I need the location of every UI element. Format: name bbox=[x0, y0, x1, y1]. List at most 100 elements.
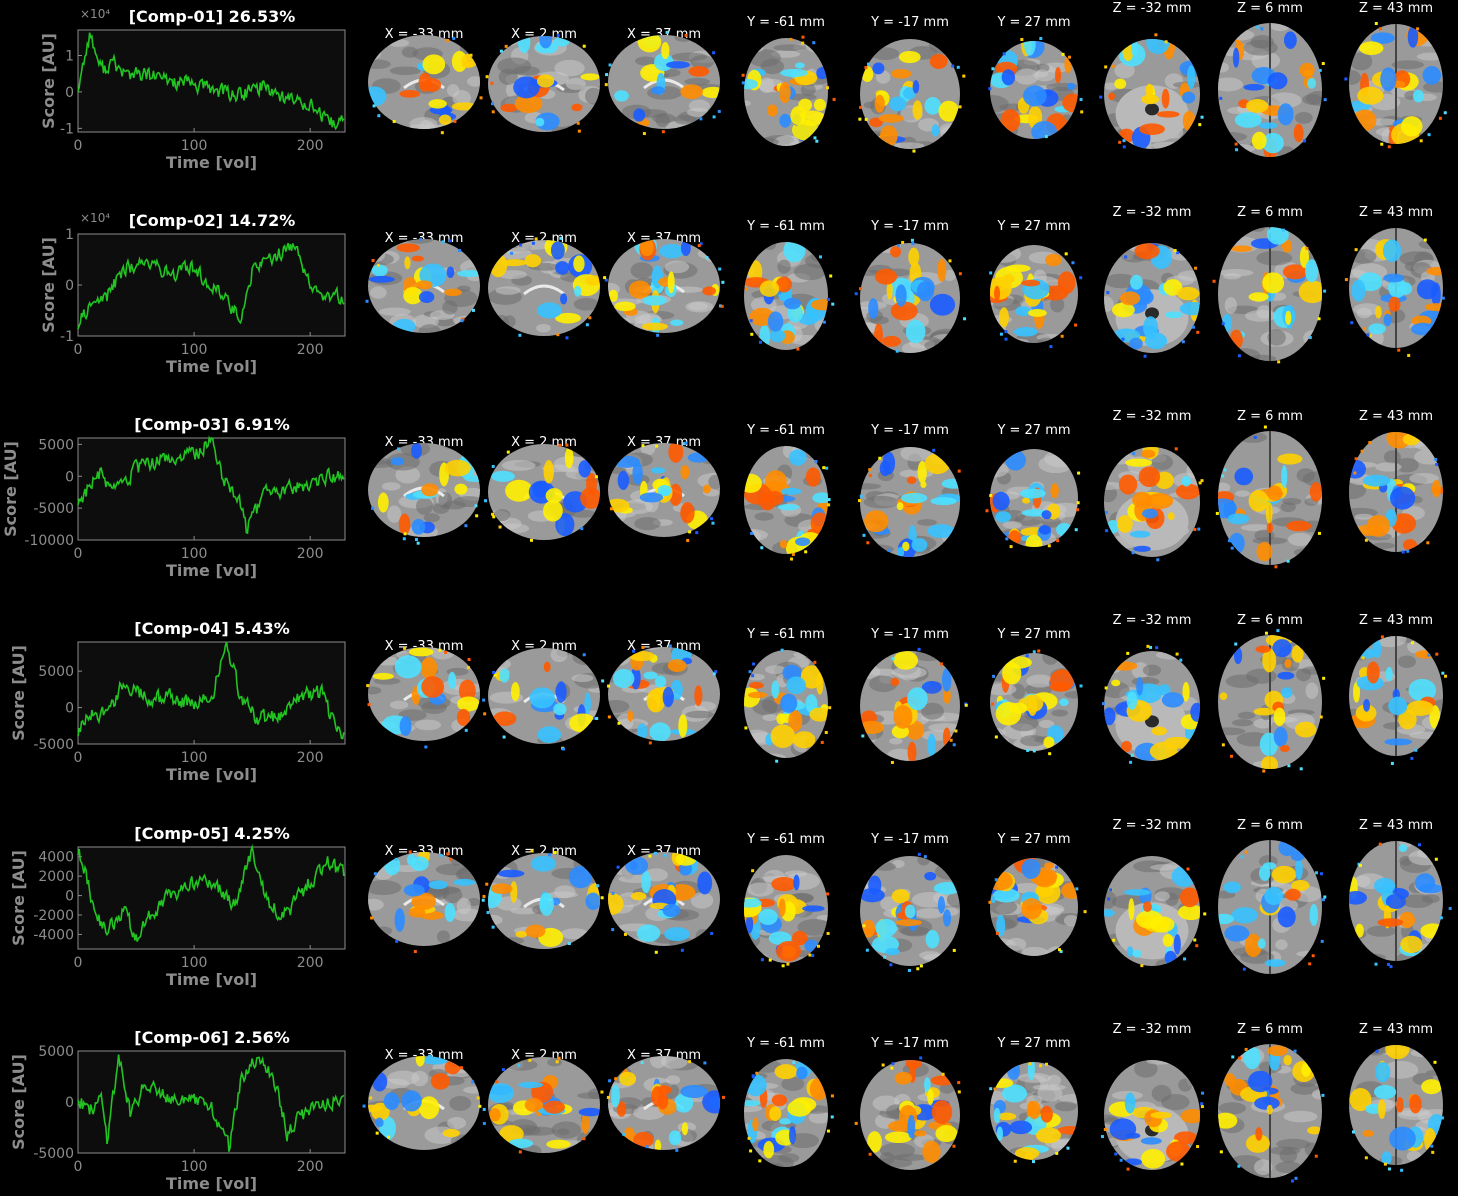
slice-coordinate-label: Z = 6 mm bbox=[1237, 205, 1303, 220]
series-line bbox=[77, 843, 345, 942]
brain-slice bbox=[1344, 228, 1445, 357]
series-line bbox=[77, 641, 345, 740]
y-tick-label: 0 bbox=[65, 889, 74, 905]
y-axis-label: Score [AU] bbox=[39, 237, 58, 333]
x-tick-label: 0 bbox=[74, 138, 83, 154]
x-tick-label: 200 bbox=[297, 1159, 324, 1175]
x-tick-label: 0 bbox=[74, 955, 83, 971]
x-tick-label: 100 bbox=[181, 1159, 208, 1175]
brain-slice bbox=[1218, 840, 1327, 974]
brain-slice bbox=[1349, 635, 1448, 765]
y-tick-label: 5000 bbox=[38, 437, 74, 453]
brain-slice bbox=[362, 1055, 486, 1150]
chart-title: [Comp-02] 14.72% bbox=[129, 211, 296, 230]
brain-slice bbox=[860, 852, 960, 972]
y-axis-label: Score [AU] bbox=[9, 645, 28, 741]
series-line bbox=[77, 1054, 345, 1152]
brain-slice bbox=[854, 1056, 961, 1170]
y-tick-label: 5000 bbox=[38, 1044, 74, 1060]
slice-coordinate-label: Z = 43 mm bbox=[1359, 1, 1433, 16]
x-tick-label: 200 bbox=[297, 342, 324, 358]
slice-coordinate-label: Y = 27 mm bbox=[996, 15, 1070, 30]
brain-slice bbox=[858, 39, 966, 153]
series-line bbox=[77, 435, 345, 535]
y-tick-label: -5000 bbox=[33, 1146, 74, 1162]
brain-slice bbox=[1218, 1044, 1325, 1183]
brain-slice bbox=[744, 242, 835, 351]
y-axis-label: Score [AU] bbox=[39, 33, 58, 129]
x-tick-label: 0 bbox=[74, 750, 83, 766]
y-axis-label: Score [AU] bbox=[9, 850, 28, 946]
slice-coordinate-label: Z = 6 mm bbox=[1237, 613, 1303, 628]
brain-slice bbox=[988, 858, 1087, 956]
slice-coordinate-label: Z = 6 mm bbox=[1237, 1022, 1303, 1037]
x-tick-label: 100 bbox=[181, 955, 208, 971]
y-tick-label: 1 bbox=[65, 227, 74, 243]
plot-frame bbox=[77, 233, 346, 337]
brain-slice bbox=[608, 851, 720, 954]
slice-coordinate-label: Z = 6 mm bbox=[1237, 409, 1303, 424]
y-tick-label: 0 bbox=[65, 278, 74, 294]
x-tick-label: 100 bbox=[181, 546, 208, 562]
brain-slice bbox=[1215, 425, 1322, 569]
slice-coordinate-label: Y = 27 mm bbox=[996, 627, 1070, 642]
x-axis-label: Time [vol] bbox=[166, 970, 257, 989]
brain-slice bbox=[1218, 629, 1326, 773]
slice-coordinate-label: Z = -32 mm bbox=[1113, 205, 1192, 220]
y-tick-label: 0 bbox=[65, 1095, 74, 1111]
slice-coordinate-label: Z = 43 mm bbox=[1359, 1022, 1433, 1037]
axis-multiplier: ×10⁴ bbox=[80, 211, 110, 225]
slice-coordinate-label: Y = -17 mm bbox=[870, 832, 949, 847]
chart-title: [Comp-04] 5.43% bbox=[134, 619, 289, 638]
slice-coordinate-label: Y = -17 mm bbox=[870, 423, 949, 438]
x-tick-label: 200 bbox=[297, 546, 324, 562]
slice-coordinate-label: Z = 43 mm bbox=[1359, 409, 1433, 424]
slice-coordinate-label: Z = -32 mm bbox=[1113, 1022, 1192, 1037]
x-tick-label: 200 bbox=[297, 750, 324, 766]
x-axis-label: Time [vol] bbox=[166, 153, 257, 172]
slice-coordinate-label: Y = -61 mm bbox=[746, 1036, 825, 1051]
brain-slice bbox=[606, 1056, 726, 1152]
y-axis-label: Score [AU] bbox=[1, 441, 20, 537]
series-line bbox=[77, 32, 345, 131]
slice-coordinate-label: Z = 6 mm bbox=[1237, 818, 1303, 833]
brain-slice bbox=[365, 238, 480, 333]
brain-slice bbox=[488, 443, 600, 542]
brain-slice bbox=[985, 449, 1081, 549]
x-axis-label: Time [vol] bbox=[166, 357, 257, 376]
brain-slice bbox=[1212, 227, 1327, 364]
brain-slice bbox=[741, 35, 836, 146]
brain-slice bbox=[1102, 644, 1200, 764]
slice-coordinate-label: Y = -61 mm bbox=[746, 423, 825, 438]
y-tick-label: 4000 bbox=[38, 850, 74, 866]
brain-slice bbox=[990, 649, 1083, 756]
slice-coordinate-label: Y = -17 mm bbox=[870, 1036, 949, 1051]
brain-slice bbox=[481, 849, 604, 949]
y-tick-label: -1 bbox=[60, 329, 74, 345]
slice-coordinate-label: Z = -32 mm bbox=[1113, 1, 1192, 16]
y-tick-label: 0 bbox=[65, 469, 74, 485]
brain-slice bbox=[608, 441, 720, 542]
x-tick-label: 100 bbox=[181, 750, 208, 766]
brain-slice bbox=[744, 648, 832, 763]
y-tick-label: 0 bbox=[65, 701, 74, 717]
slice-coordinate-label: Z = 43 mm bbox=[1359, 818, 1433, 833]
x-axis-label: Time [vol] bbox=[166, 765, 257, 784]
brain-slice bbox=[744, 1059, 834, 1167]
x-axis-label: Time [vol] bbox=[166, 1174, 257, 1193]
brain-slice bbox=[1101, 1060, 1205, 1171]
slice-coordinate-label: Z = -32 mm bbox=[1113, 613, 1192, 628]
x-tick-label: 0 bbox=[74, 546, 83, 562]
brain-slice bbox=[1104, 243, 1200, 358]
